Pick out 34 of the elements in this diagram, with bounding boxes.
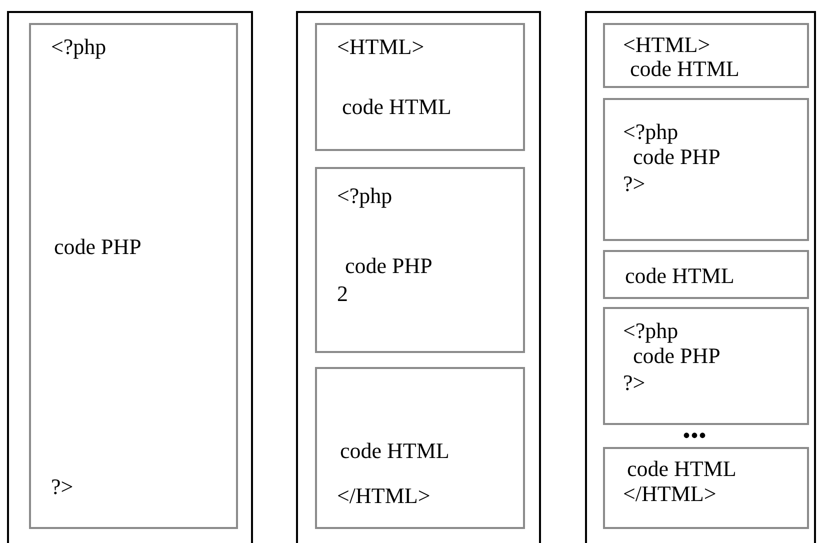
page-frame <box>585 11 816 543</box>
code-text: code HTML <box>342 95 452 119</box>
code-text: code PHP <box>633 145 720 169</box>
code-text: ?> <box>623 172 646 196</box>
code-block-box <box>603 250 809 299</box>
code-text: <HTML> <box>623 33 710 57</box>
code-text: <HTML> <box>337 35 424 59</box>
code-block-box <box>315 167 525 353</box>
code-text: code HTML <box>625 264 734 288</box>
ellipsis-mark: ••• <box>683 426 708 446</box>
code-block-box <box>603 98 809 241</box>
code-text: <?php <box>51 35 106 59</box>
code-text: code PHP <box>345 254 432 278</box>
code-block-box <box>315 23 525 151</box>
code-block-box <box>603 23 809 88</box>
code-text: code HTML <box>630 57 740 81</box>
page-frame <box>296 11 541 543</box>
code-text: <?php <box>623 120 678 144</box>
code-text: ?> <box>623 371 646 395</box>
code-text: code HTML <box>627 457 736 481</box>
code-text: code PHP <box>54 235 142 259</box>
page-frame <box>7 11 253 543</box>
code-block-box <box>603 307 809 425</box>
code-text: ?> <box>51 475 74 499</box>
code-text: </HTML> <box>623 482 716 506</box>
code-block-box <box>603 447 809 529</box>
code-text: 2 <box>337 282 348 306</box>
code-text: code HTML <box>340 439 450 463</box>
code-block-box <box>29 23 238 529</box>
code-text: <?php <box>623 319 678 343</box>
code-block-box <box>315 367 525 529</box>
code-text: </HTML> <box>337 484 430 508</box>
code-text: code PHP <box>633 344 720 368</box>
code-text: <?php <box>337 184 392 208</box>
